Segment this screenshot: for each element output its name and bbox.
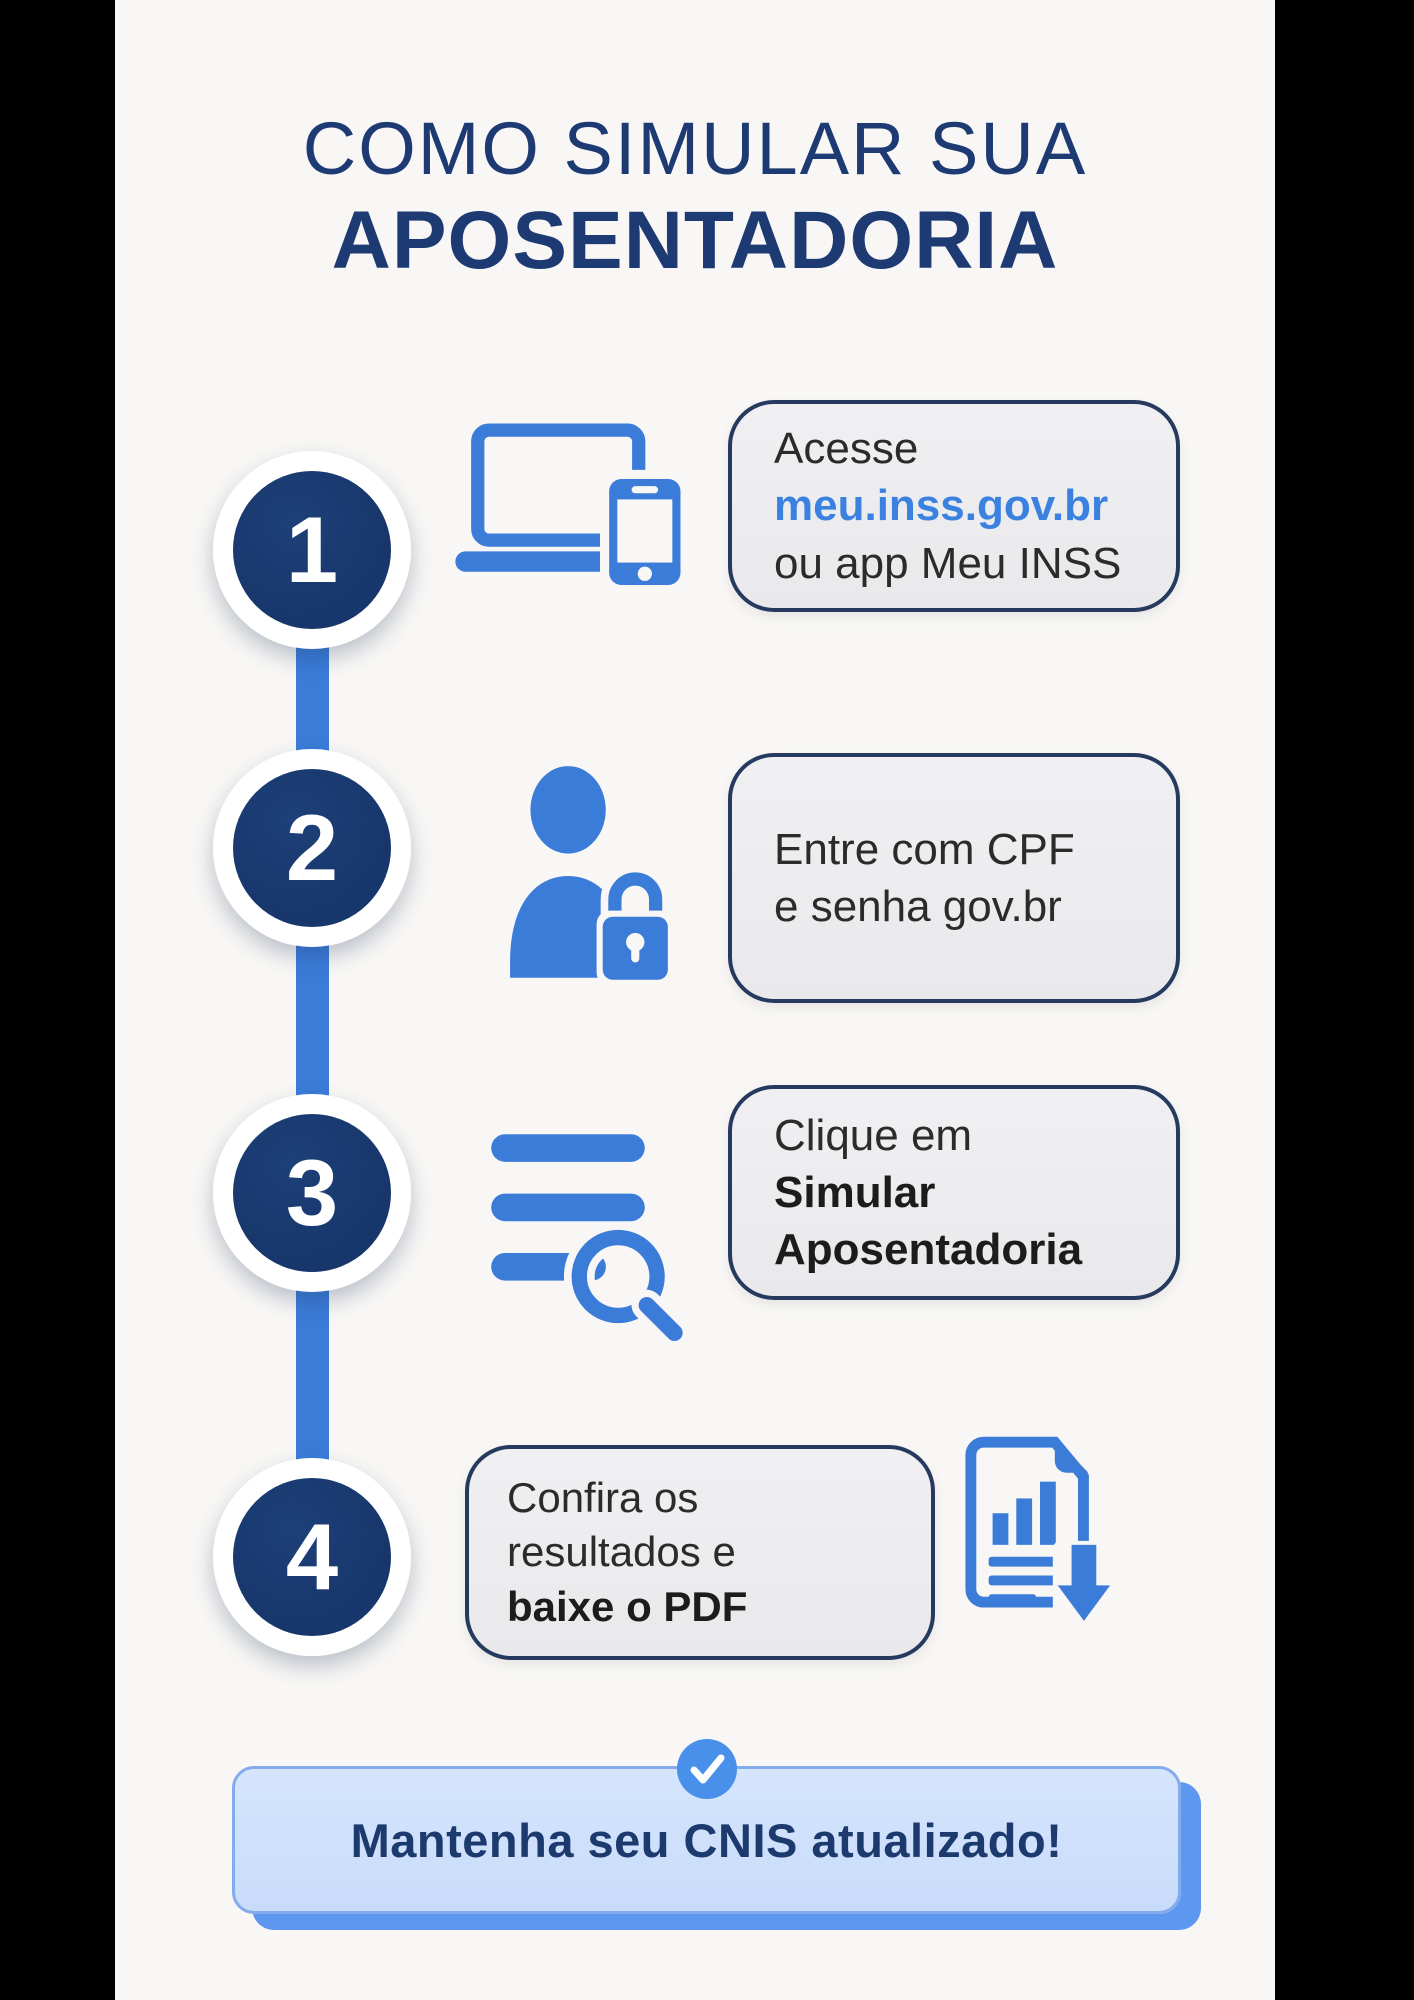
step4-text-box: Confira os resultados e baixe o PDF [465,1445,935,1660]
user-lock-icon [507,762,675,991]
step4-line2: resultados e [507,1528,736,1576]
step1-url-text: meu.inss.gov.br [774,481,1109,531]
step3-text-box: Clique em Simular Aposentadoria [728,1085,1180,1300]
title-line1: COMO SIMULAR SUA [302,107,1088,190]
step1-number: 1 [285,497,339,602]
document-download-icon [960,1436,1118,1629]
timeline-connector [296,550,329,1560]
step3-number-circle: 3 [213,1094,411,1292]
step2-line1: Entre com CPF [774,824,1075,874]
footer-text: Mantenha seu CNIS atualizado! [350,1813,1063,1867]
step1-line3: ou app Meu INSS [774,538,1122,588]
step2-number: 2 [285,795,339,900]
step1-number-circle: 1 [213,451,411,649]
step1-text-box: Acesse meu.inss.gov.br ou app Meu INSS [728,400,1180,612]
step3-number: 3 [285,1140,339,1245]
infographic-card: COMO SIMULAR SUA APOSENTADORIA 1 2 3 4 [115,0,1275,2000]
step4-number-circle: 4 [213,1458,411,1656]
step3-line2: Simular [774,1167,936,1217]
menu-search-icon [487,1126,692,1341]
check-icon [676,1739,737,1799]
title-line2: APOSENTADORIA [331,195,1059,286]
step2-text-box: Entre com CPF e senha gov.br [728,753,1180,1003]
step4-line1: Confira os [507,1473,699,1521]
step1-line1: Acesse [774,424,919,474]
step2-line2: e senha gov.br [774,882,1062,931]
step2-number-circle: 2 [213,749,411,947]
laptop-phone-icon [455,423,690,586]
step4-number: 4 [285,1504,339,1609]
page-title: COMO SIMULAR SUA APOSENTADORIA [115,112,1275,282]
step3-line3: Aposentadoria [774,1225,1083,1275]
step4-line3: baixe o PDF [507,1582,748,1630]
footer-banner: Mantenha seu CNIS atualizado! [232,1739,1181,1914]
step3-line1: Clique em [774,1110,973,1160]
